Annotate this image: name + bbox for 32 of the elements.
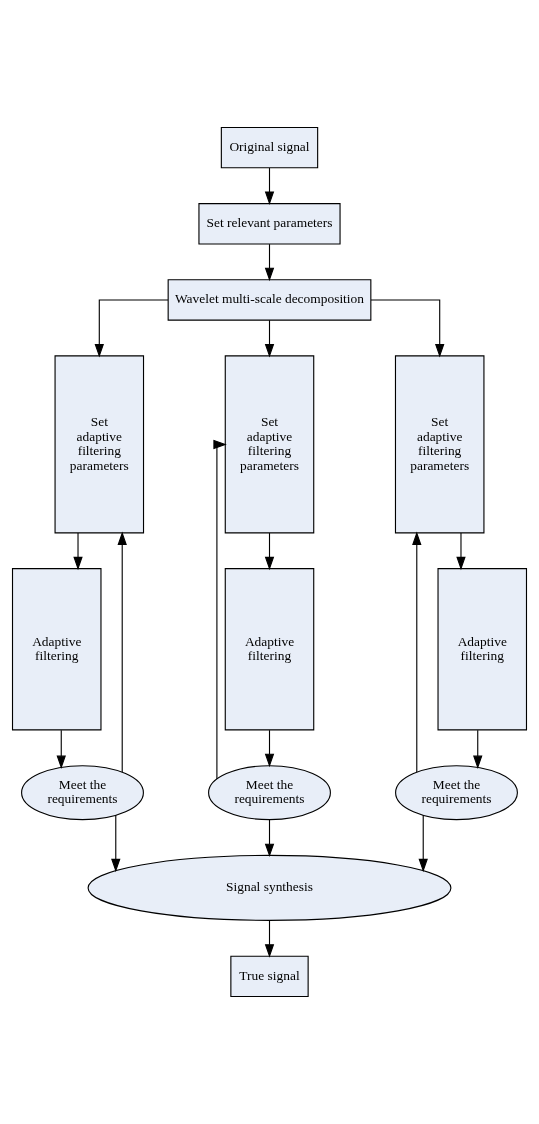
node-ellipse: Meet the requirements [208,765,331,821]
arrow [418,814,428,873]
node-box: Adaptive filtering [224,568,315,731]
arrow [111,814,121,873]
arrow [456,532,466,571]
node-box: Wavelet multi-scale decomposition [167,279,372,321]
arrow [117,531,127,773]
arrow [264,532,275,571]
node-box: Adaptive filtering [437,568,528,731]
arrow [370,299,445,358]
node-box: Set adaptive filtering parameters [224,355,315,534]
arrow [264,729,275,768]
node-box: True signal [230,955,309,998]
node-ellipse: Meet the requirements [21,765,144,821]
arrow [73,532,83,571]
arrow [473,729,483,770]
arrow [264,243,275,282]
arrow [94,299,169,358]
node-box: Set adaptive filtering parameters [54,355,145,534]
arrow [412,531,422,773]
node-box: Set relevant parameters [198,203,341,245]
arrow [264,920,275,958]
arrow [264,319,275,358]
arrow [264,819,275,858]
arrow [264,167,275,205]
node-ellipse: Meet the requirements [395,765,518,821]
node-box: Original signal [220,126,319,169]
arrow [213,439,227,780]
node-ellipse: Signal synthesis [87,854,452,921]
node-box: Adaptive filtering [11,568,102,731]
arrow [56,729,66,770]
node-box: Set adaptive filtering parameters [394,355,485,534]
